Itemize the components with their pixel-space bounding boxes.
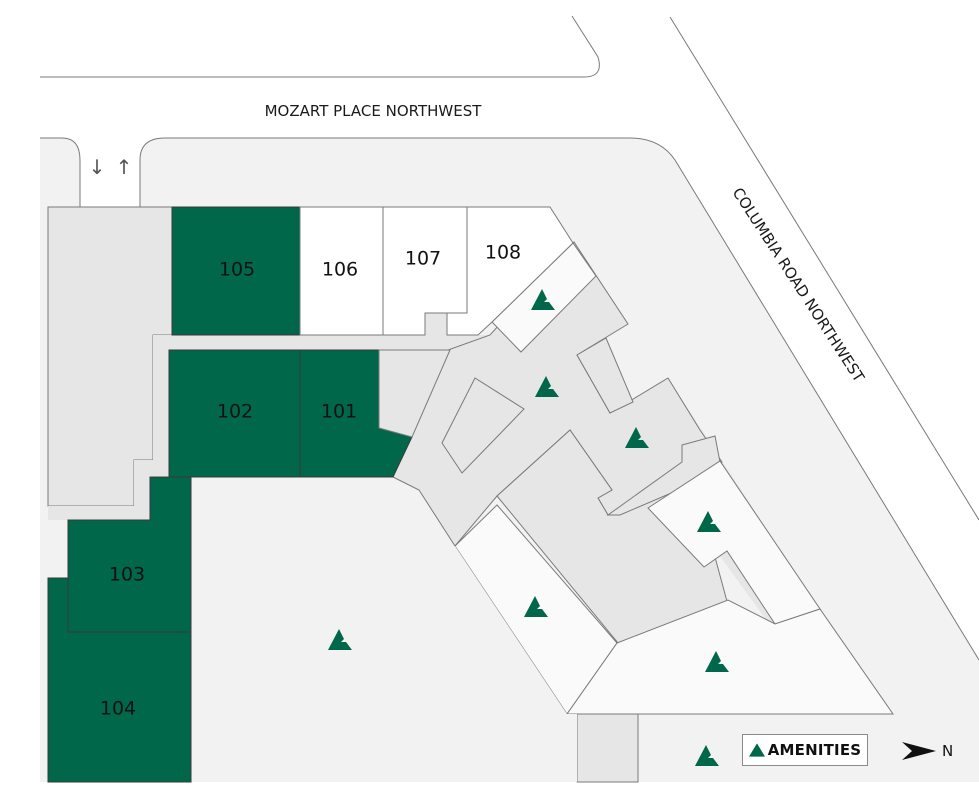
unit-label-102: 102 [217,401,253,423]
amenity-icon [748,743,765,757]
amenity-marker-icon[interactable] [695,745,719,766]
courtyard-edge [392,476,456,547]
amenity-marker-icon[interactable] [328,629,352,650]
unit-label-105: 105 [219,259,255,281]
amenity-marker-icon[interactable] [705,651,729,672]
utility-room [576,713,639,783]
site-lot-outline-right [139,137,979,661]
legend-amenities: AMENITIES [742,734,868,766]
unit-108[interactable] [446,206,574,336]
street-label-mozart: MOZART PLACE NORTHWEST [265,102,483,120]
amenity-marker-icon[interactable] [697,511,721,532]
amenity-marker-icon[interactable] [535,376,559,397]
common-room-inner [441,377,525,474]
common-room-north [576,337,634,414]
unit-104[interactable] [47,577,192,783]
amenity-marker-icon[interactable] [625,427,649,448]
north-arrow-icon [902,742,936,760]
compass: N [902,742,953,760]
common-nook-101 [378,349,451,438]
unit-105[interactable] [171,206,301,336]
common-strip-east [606,435,721,516]
site-lot-outline-left [40,137,81,207]
unit-label-101: 101 [321,401,357,423]
north-label: N [942,742,954,760]
legend-label: AMENITIES [767,741,862,759]
driveway-arrow-up-icon: ↑ [116,155,133,179]
unit-102[interactable] [168,349,301,478]
unit-label-103: 103 [109,564,145,586]
amenity-marker-icon[interactable] [524,596,548,617]
columbia-curb-east [669,16,979,521]
unit-label-104: 104 [100,698,136,720]
driveway-arrow-down-icon: ↓ [89,155,106,179]
unit-label-106: 106 [322,259,358,281]
mozart-curb-north [40,15,600,78]
amenity-marker-icon[interactable] [531,289,555,310]
courtyard [191,477,577,782]
unit-label-107: 107 [405,248,441,270]
unit-label-108: 108 [485,242,521,264]
